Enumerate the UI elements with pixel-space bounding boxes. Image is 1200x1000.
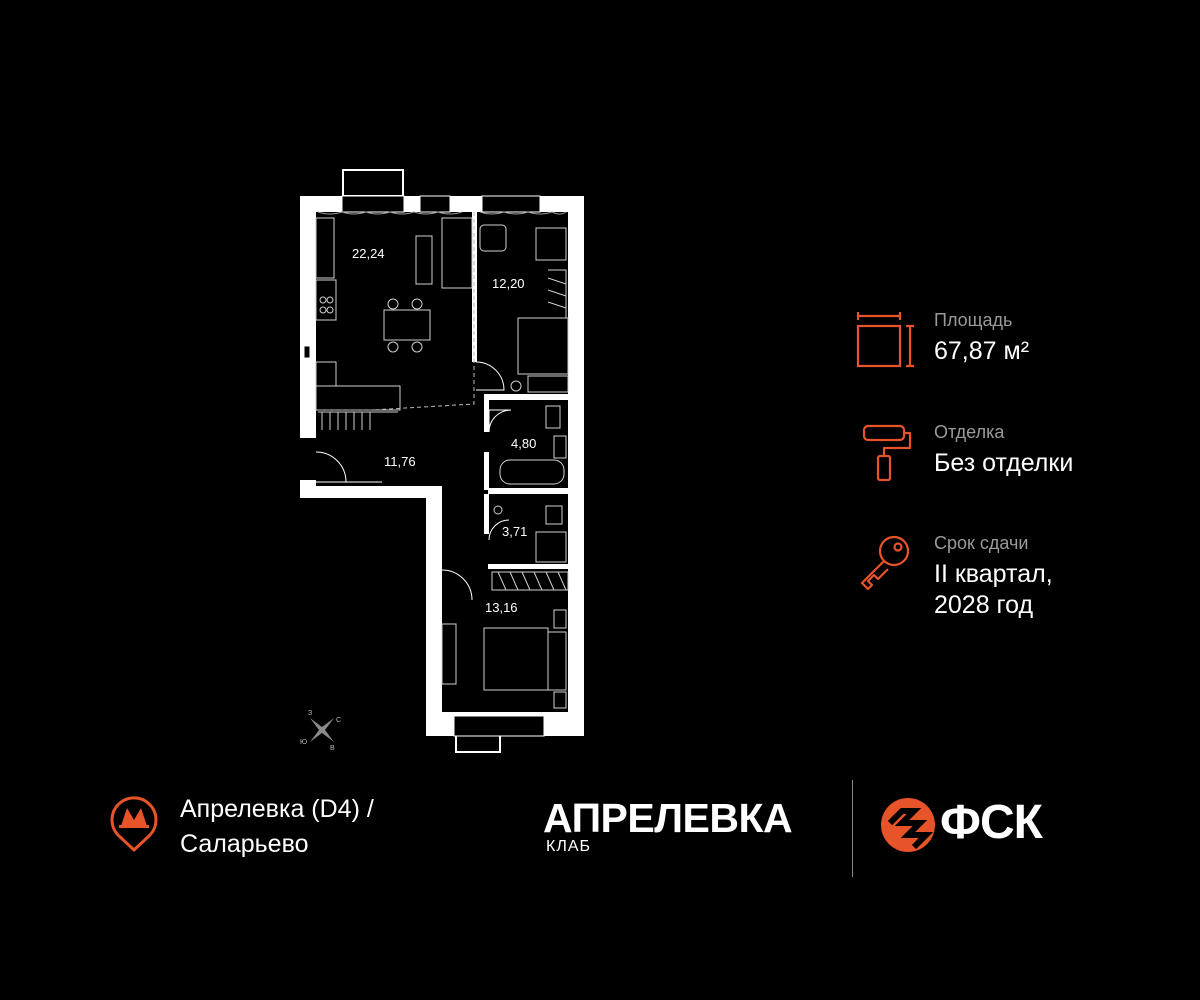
date-label: Срок сдачи: [934, 533, 1029, 553]
area-label: Площадь: [934, 310, 1013, 330]
room-area-bathroom: 4,80: [511, 436, 536, 451]
finish-value: Без отделки: [934, 449, 1074, 477]
compass-west: З: [308, 710, 312, 717]
key-icon: [860, 535, 910, 591]
doors: [315, 361, 512, 601]
area-value: 67,87 м²: [934, 337, 1030, 365]
floor-plan: 22,24 12,20 4,80 11,76 3,71 13,16 З С Ю …: [300, 169, 584, 753]
furniture: [315, 217, 569, 709]
developer-logo-name: ФСК: [940, 796, 1043, 849]
date-value-line1: II квартал,: [934, 560, 1053, 588]
metro-station-line2: Саларьево: [180, 830, 309, 858]
footer-divider: [852, 780, 853, 877]
paint-roller-icon: [862, 424, 912, 482]
compass: З С Ю В: [300, 710, 341, 752]
interior-walls: [472, 212, 568, 569]
room-labels: 22,24 12,20 4,80 11,76 3,71 13,16: [352, 246, 536, 615]
compass-south: Ю: [300, 739, 307, 746]
room-area-kitchen-living: 22,24: [352, 246, 385, 261]
fsk-logo-icon: [881, 798, 935, 852]
area-icon: [856, 312, 914, 368]
metro-pin-icon: [110, 796, 158, 852]
project-logo-subtitle: КЛАБ: [546, 838, 591, 855]
date-value-line2: 2028 год: [934, 591, 1034, 619]
compass-east: В: [330, 745, 335, 752]
compass-icon: [310, 718, 334, 742]
room-area-bedroom-1: 12,20: [492, 276, 525, 291]
room-area-wc: 3,71: [502, 524, 527, 539]
windows: [303, 169, 567, 753]
zone-boundaries: [316, 212, 475, 411]
compass-north: С: [336, 717, 341, 724]
metro-station-line1: Апрелевка (D4) /: [180, 795, 374, 823]
date-value: II квартал, 2028 год: [934, 559, 1053, 621]
room-area-bedroom-2: 13,16: [485, 600, 518, 615]
room-area-hallway: 11,76: [384, 454, 416, 469]
project-logo-name: АПРЕЛЕВКА: [543, 795, 793, 841]
finish-label: Отделка: [934, 422, 1005, 442]
